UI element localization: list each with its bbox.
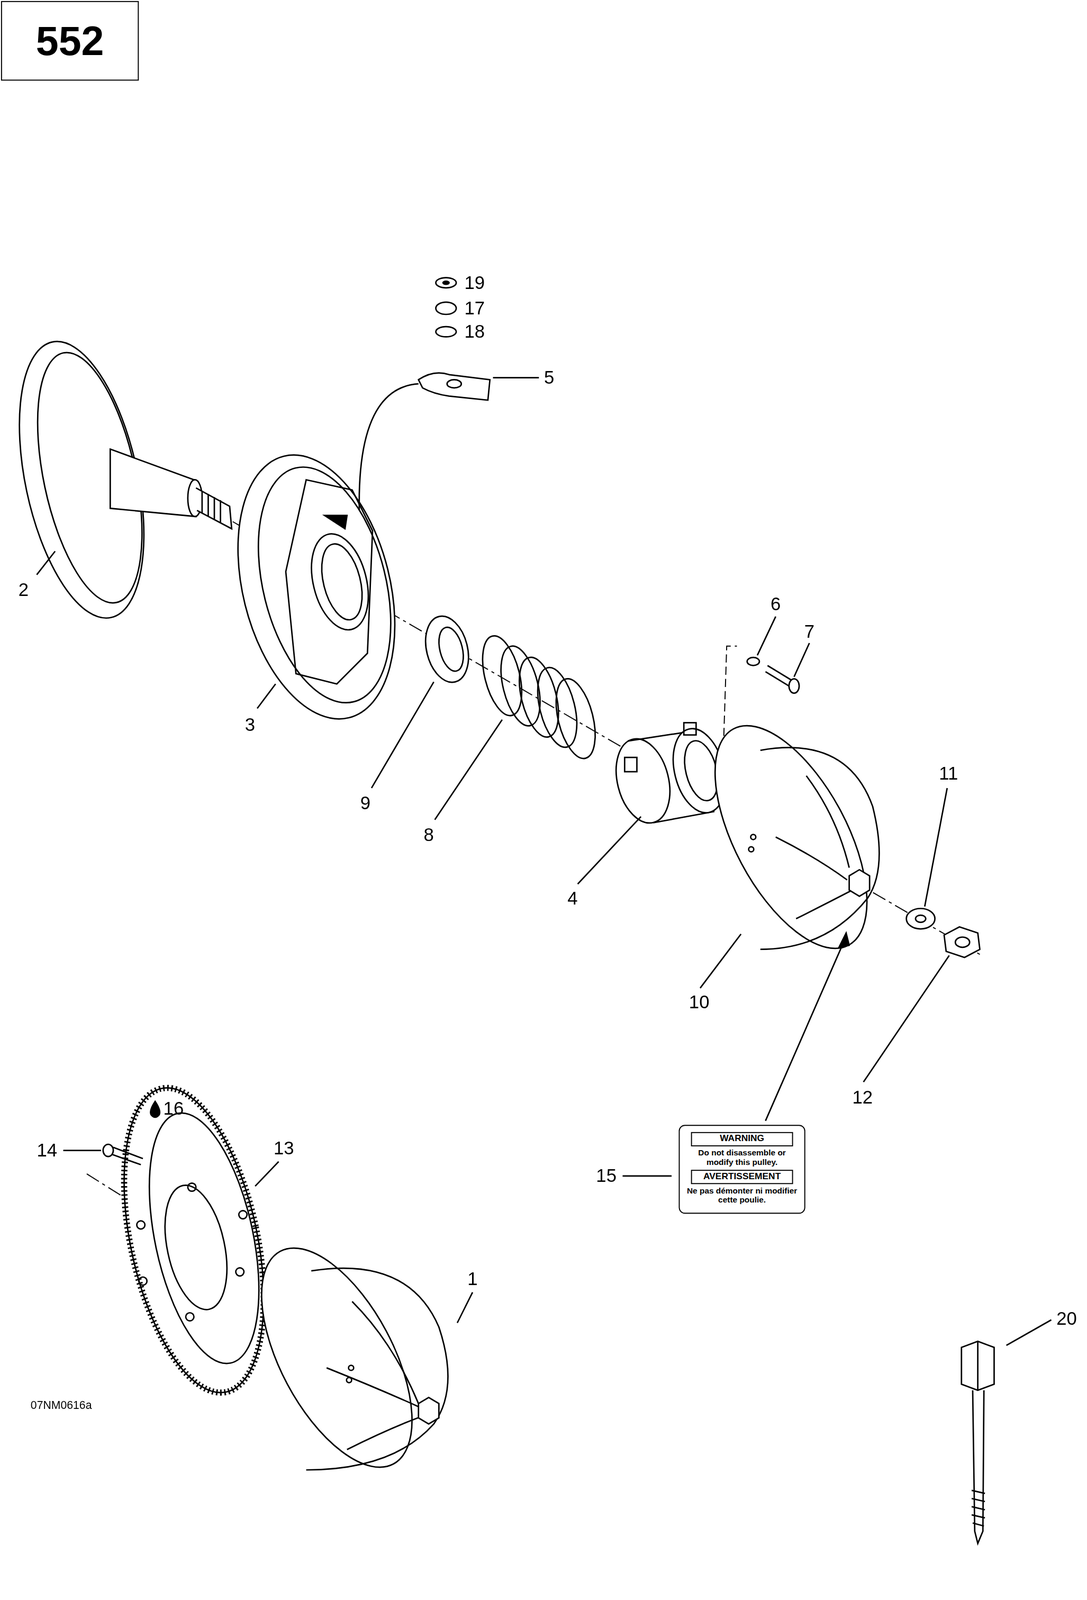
page-number-box: 552 xyxy=(1,1,139,81)
decal-text: Do not disassemble or modify this pulley… xyxy=(684,1148,800,1167)
figure-code: 07NM0616a xyxy=(30,1399,93,1411)
decal-heading: AVERTISSEMENT xyxy=(691,1170,794,1185)
callout-number: 10 xyxy=(689,993,710,1012)
callout-number: 6 xyxy=(770,594,781,614)
callout-number: 1 xyxy=(467,1269,478,1289)
warning-decal: WARNINGDo not disassemble or modify this… xyxy=(678,1124,806,1213)
callout-number: 14 xyxy=(36,1140,58,1160)
callout-number: 18 xyxy=(464,322,486,341)
callout-number: 11 xyxy=(938,764,958,784)
callout-number: 4 xyxy=(567,889,578,908)
callout-number: 3 xyxy=(245,715,256,735)
decal-heading: WARNING xyxy=(691,1131,794,1147)
callout-number: 12 xyxy=(852,1088,873,1107)
callout-number: 2 xyxy=(18,580,29,600)
page-number: 552 xyxy=(35,17,105,65)
callout-number: 17 xyxy=(464,299,486,318)
callout-number: 19 xyxy=(464,273,486,293)
callout-number: 8 xyxy=(423,825,434,845)
callout-number: 5 xyxy=(544,368,555,387)
callout-number: 9 xyxy=(360,793,371,813)
callout-number: 7 xyxy=(804,622,815,641)
callout-number: 13 xyxy=(273,1138,295,1158)
decal-text: Ne pas démonter ni modifier cette poulie… xyxy=(684,1185,800,1205)
callout-number: 20 xyxy=(1056,1309,1077,1328)
callout-number: 15 xyxy=(595,1166,617,1185)
callout-number: 16 xyxy=(163,1099,185,1118)
